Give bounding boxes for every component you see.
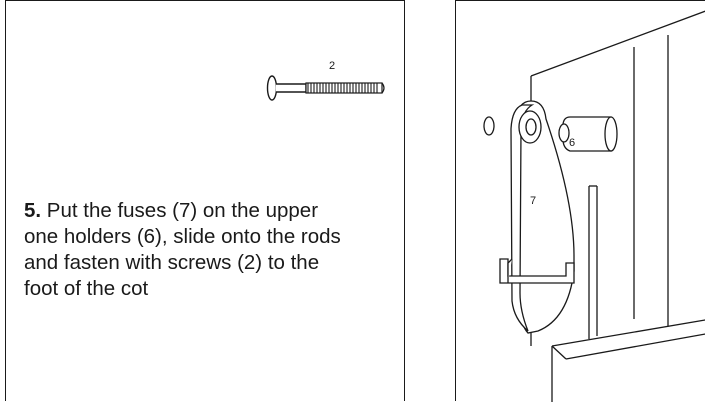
callout-screw: 2 — [329, 60, 335, 72]
rail-inner — [565, 333, 705, 360]
loose-ring — [483, 116, 495, 136]
screw-illustration: 2 — [266, 60, 385, 101]
step-number: 5. — [24, 199, 42, 222]
left-panel: 2 5. Put the fuses (7) on the upper one … — [5, 0, 405, 401]
screw-shank — [276, 83, 307, 93]
step-text: Put the fuses (7) on the upper one holde… — [24, 199, 341, 300]
assembly-illustration: 6 7 — [483, 10, 705, 402]
screw-thread-lines — [307, 83, 378, 93]
foot-top-edge — [530, 10, 705, 77]
rail-top — [551, 319, 705, 347]
step-instruction: 5. Put the fuses (7) on the upper one ho… — [24, 198, 354, 302]
fuse-piece — [499, 100, 575, 334]
right-panel: 6 7 — [455, 0, 705, 402]
holder-piece — [558, 116, 618, 152]
screw-head — [266, 75, 278, 101]
callout-holder: 6 — [569, 137, 575, 149]
callout-fuse: 7 — [530, 195, 536, 207]
